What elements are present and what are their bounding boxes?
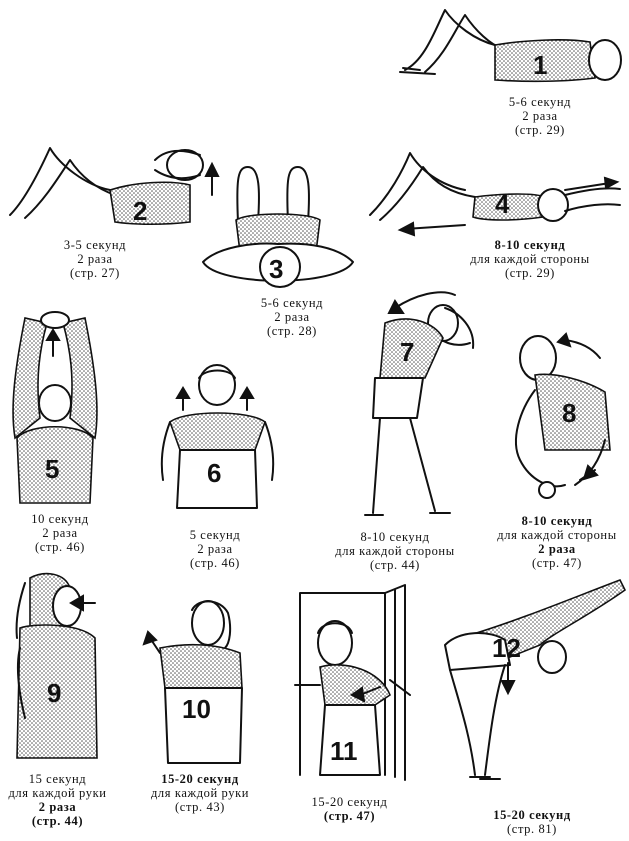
- exercise-4-caption: 8-10 секунд для каждой стороны (стр. 29): [470, 238, 590, 280]
- exercise-8-illustration: 8: [515, 332, 611, 499]
- exercise-12-illustration: 12: [444, 578, 627, 780]
- exercise-2-caption: 3-5 секунд 2 раза (стр. 27): [63, 238, 127, 280]
- exercise-5-illustration: 5: [12, 311, 98, 504]
- exercise-8-number: 8: [562, 398, 576, 428]
- exercise-9-number: 9: [47, 678, 61, 708]
- exercise-12-caption: 15-20 секунд (стр. 81): [493, 808, 571, 836]
- exercise-2-number: 2: [133, 196, 147, 226]
- exercise-5-number: 5: [45, 454, 59, 484]
- exercise-10-illustration: 10: [142, 600, 243, 764]
- exercise-6-number: 6: [207, 458, 221, 488]
- exercise-12-number: 12: [492, 633, 521, 663]
- exercise-10-number: 10: [182, 694, 211, 724]
- exercise-1-caption: 5-6 секунд 2 раза (стр. 29): [508, 95, 572, 137]
- exercise-4-number: 4: [495, 189, 510, 219]
- exercise-3-caption: 5-6 секунд 2 раза (стр. 28): [260, 296, 324, 338]
- exercise-8-caption: 8-10 секунд для каждой стороны 2 раза (с…: [497, 514, 617, 570]
- exercise-6-caption: 5 секунд 2 раза (стр. 46): [189, 528, 241, 570]
- exercise-9-caption: 15 секунд для каждой руки 2 раза (стр. 4…: [8, 772, 107, 828]
- exercise-1-illustration: 1: [399, 9, 622, 83]
- exercise-11-caption: 15-20 секунд (стр. 47): [311, 795, 388, 823]
- exercise-11-number: 11: [330, 736, 358, 766]
- exercise-3-illustration: 3: [202, 166, 354, 288]
- exercise-9-illustration: 9: [15, 572, 98, 759]
- exercise-3-number: 3: [269, 254, 283, 284]
- exercise-11-illustration: 11: [294, 584, 411, 781]
- exercise-2-illustration: 2: [9, 147, 220, 226]
- exercise-7-caption: 8-10 секунд для каждой стороны (стр. 44): [335, 530, 455, 572]
- exercise-1-number: 1: [533, 50, 547, 80]
- exercise-4-illustration: 4: [369, 152, 621, 237]
- exercise-7-illustration: 7: [364, 291, 475, 516]
- exercise-10-caption: 15-20 секунд для каждой руки (стр. 43): [150, 772, 250, 814]
- exercise-7-number: 7: [400, 337, 414, 367]
- exercise-6-illustration: 6: [160, 364, 275, 509]
- exercise-5-caption: 10 секунд 2 раза (стр. 46): [31, 512, 89, 554]
